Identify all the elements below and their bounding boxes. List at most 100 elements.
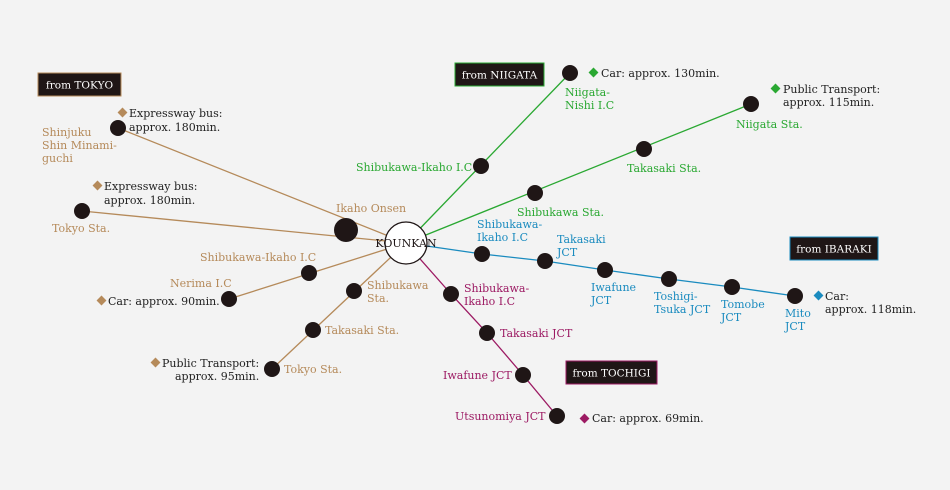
info-ibaraki-line2: approx. 118min. (825, 303, 916, 316)
label-niigata-nishi-2: Nishi I.C (565, 99, 614, 112)
node-takasaki-jct-tochigi (479, 325, 495, 341)
info-tochigi-car: Car: approx. 69min. (592, 412, 704, 425)
node-niigata-sta (743, 96, 759, 112)
diamond-icon (150, 357, 161, 368)
label-ibaraki-s6b: JCT (784, 320, 806, 333)
node-kounkan (384, 221, 428, 265)
label-takasaki-sta-tokyo: Takasaki Sta. (325, 324, 399, 337)
label-nerima-ic: Nerima I.C (170, 277, 232, 290)
node-tokyo-sta-bus (74, 203, 90, 219)
label-ibaraki-s2b: JCT (556, 246, 578, 259)
label-ibaraki-s4b: Tsuka JCT (654, 303, 711, 316)
node-shibukawa-sta-tokyo (346, 283, 362, 299)
label-shibukawa-ikaho-ic-niigata: Shibukawa-Ikaho I.C (356, 161, 472, 174)
label-ikaho-onsen: Ikaho Onsen (336, 202, 406, 215)
info-bus1-line2: approx. 180min. (129, 121, 220, 134)
label-niigata-sta: Niigata Sta. (736, 118, 803, 131)
label-ibaraki-s5b: JCT (720, 311, 742, 324)
label-shibukawa-sta-tokyo-1: Shibukawa (367, 279, 429, 292)
label-shibukawa-sta-niigata: Shibukawa Sta. (517, 206, 604, 219)
node-tokyo-sta-train (264, 361, 280, 377)
diamond-icon (92, 180, 103, 191)
kounkan-label: KOUNKAN (375, 237, 437, 250)
label-ibaraki-s3a: Iwafune (591, 281, 636, 294)
node-iwafune-jct-ibaraki (597, 262, 613, 278)
region-tochigi: from TOCHIGI (565, 360, 658, 385)
info-bus2-line2: approx. 180min. (104, 194, 195, 207)
region-ibaraki: from IBARAKI (789, 236, 879, 261)
info-niigata-train-line1: Public Transport: (783, 83, 880, 96)
diamond-icon (770, 83, 781, 94)
node-iwafune-jct-tochigi (515, 367, 531, 383)
diamond-icon (96, 295, 107, 306)
node-takasaki-jct-ibaraki (537, 253, 553, 269)
region-tokyo: from TOKYO (37, 72, 122, 97)
info-niigata-car: Car: approx. 130min. (601, 67, 720, 80)
region-tochigi-label: from TOCHIGI (572, 368, 650, 380)
node-shibukawa-sta-niigata (527, 185, 543, 201)
label-tochigi-s1b: Ikaho I.C (464, 295, 515, 308)
tokyo-labels: Shinjuku Shin Minami- guchi Expressway b… (42, 107, 429, 383)
node-tomobe-jct (724, 279, 740, 295)
info-niigata-train-line2: approx. 115min. (783, 96, 874, 109)
niigata-labels: Car: approx. 130min. Niigata- Nishi I.C … (356, 67, 880, 219)
region-tokyo-label: from TOKYO (46, 80, 114, 92)
line-nerima-kounkan (228, 242, 407, 300)
diamond-icon (117, 107, 128, 118)
label-tochigi-s1a: Shibukawa- (464, 282, 529, 295)
line-tokyo-sta-train-kounkan (271, 242, 407, 370)
label-ibaraki-s1b: Ikaho I.C (477, 231, 528, 244)
info-tokyo-car: Car: approx. 90min. (108, 295, 220, 308)
label-tochigi-s4: Utsunomiya JCT (455, 410, 546, 423)
info-bus1-line1: Expressway bus: (129, 107, 223, 120)
region-niigata-label: from NIIGATA (462, 70, 538, 82)
node-shibukawa-ikaho-ic-tokyo (301, 265, 317, 281)
ibaraki-labels: Shibukawa- Ikaho I.C Takasaki JCT Iwafun… (477, 218, 916, 333)
label-tochigi-s2: Takasaki JCT (500, 327, 573, 340)
line-niigata-nishi-kounkan (405, 72, 571, 244)
node-takasaki-sta-tokyo (305, 322, 321, 338)
diamond-icon (813, 290, 824, 301)
node-ikaho-onsen (334, 218, 358, 242)
info-ibaraki-line1: Car: (825, 290, 849, 303)
label-takasaki-sta-niigata: Takasaki Sta. (627, 162, 701, 175)
label-tochigi-s3: Iwafune JCT (443, 369, 512, 382)
label-ibaraki-s2a: Takasaki (557, 233, 606, 246)
region-labels: from TOKYO from NIIGATA from IBARAKI fro… (37, 62, 879, 385)
info-tokyo-train-line1: Public Transport: (162, 357, 259, 370)
tochigi-labels: Shibukawa- Ikaho I.C Takasaki JCT Iwafun… (443, 282, 704, 425)
node-shibukawa-ikaho-ic-niigata (473, 158, 489, 174)
nodes: KOUNKAN (74, 65, 803, 424)
region-niigata: from NIIGATA (454, 62, 545, 87)
label-ibaraki-s1a: Shibukawa- (477, 218, 542, 231)
line-shinjuku-kounkan (117, 127, 407, 244)
label-shin-minami: Shin Minami- (42, 139, 117, 152)
label-niigata-nishi-1: Niigata- (565, 86, 610, 99)
diamond-icon (588, 67, 599, 78)
node-shibukawa-ikaho-ic-ibaraki (474, 246, 490, 262)
label-shibukawa-sta-tokyo-2: Sta. (367, 292, 389, 305)
node-mito-jct (787, 288, 803, 304)
diamond-icon (579, 413, 590, 424)
label-ibaraki-s3b: JCT (590, 294, 612, 307)
node-shibukawa-ikaho-ic-tochigi (443, 286, 459, 302)
label-tokyo-sta-train: Tokyo Sta. (284, 363, 342, 376)
line-niigata-sta-kounkan (405, 103, 752, 244)
node-niigata-nishi-ic (562, 65, 578, 81)
info-bus2-line1: Expressway bus: (104, 180, 198, 193)
info-tokyo-train-line2: approx. 95min. (175, 370, 259, 383)
label-tokyo-sta-bus: Tokyo Sta. (52, 222, 110, 235)
node-toshigi-tsuka-jct (661, 271, 677, 287)
label-ibaraki-s4a: Toshigi- (654, 290, 698, 303)
node-nerima-ic (221, 291, 237, 307)
label-shinjuku: Shinjuku (42, 126, 91, 139)
node-utsunomiya-jct (549, 408, 565, 424)
label-ibaraki-s6a: Mito (785, 307, 811, 320)
label-shibukawa-ikaho-ic-tokyo: Shibukawa-Ikaho I.C (200, 251, 316, 264)
node-shinjuku (110, 120, 126, 136)
label-guchi: guchi (42, 152, 73, 165)
label-ibaraki-s5a: Tomobe (721, 298, 765, 311)
node-takasaki-sta-niigata (636, 141, 652, 157)
